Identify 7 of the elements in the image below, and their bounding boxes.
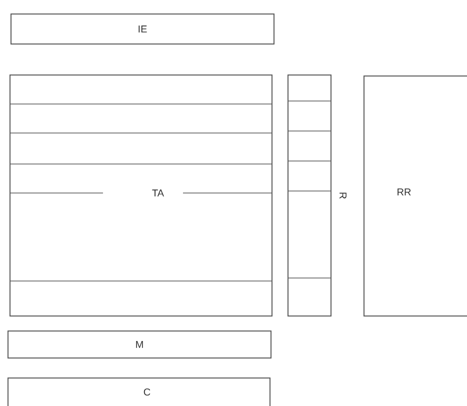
diagram-box: C	[8, 378, 270, 406]
column-box	[288, 74, 332, 316]
diagram-box: RR	[364, 76, 467, 316]
diagram-box: M	[8, 330, 272, 358]
side-label: R	[340, 192, 346, 199]
diagram-box: TA	[10, 74, 272, 316]
diagram-box: IE	[10, 14, 274, 44]
